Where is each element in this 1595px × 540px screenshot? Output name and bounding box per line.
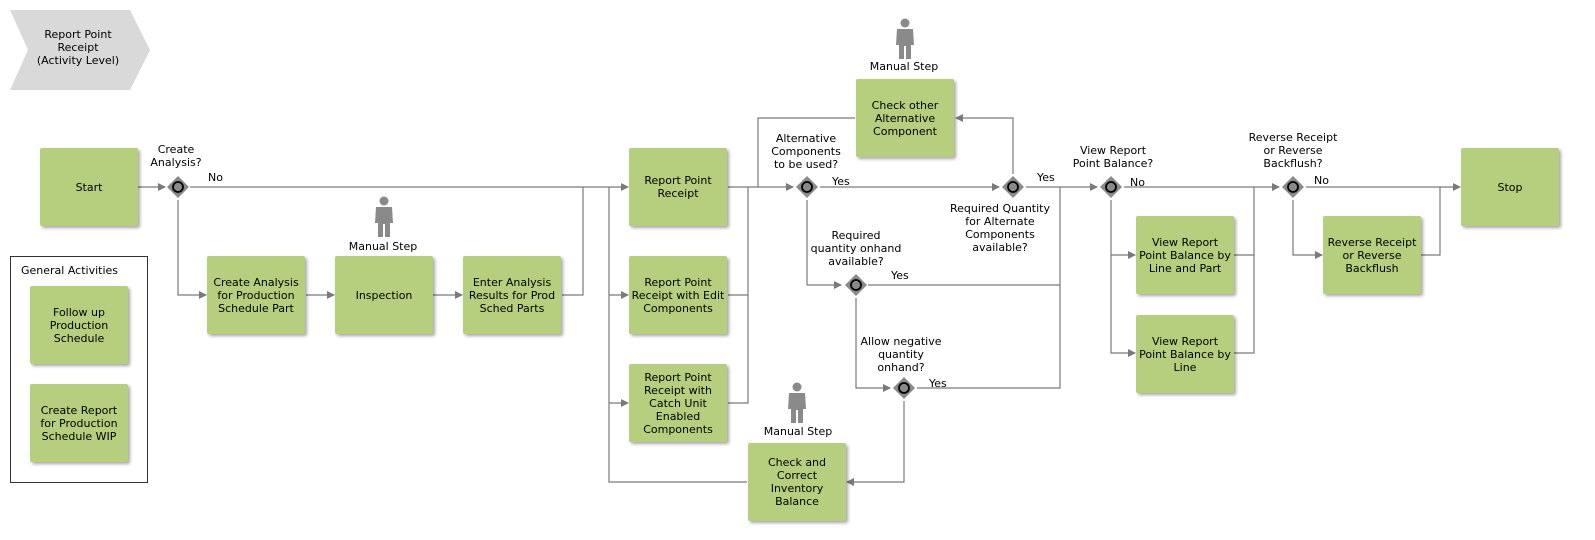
connector <box>806 200 842 289</box>
person-icon <box>375 196 393 237</box>
flow-label: No <box>1130 176 1145 189</box>
activity-create-analysis[interactable]: Create Analysis for Production Schedule … <box>207 256 305 334</box>
activity-report-point-receipt-edit-components[interactable]: Report Point Receipt with Edit Component… <box>629 256 727 334</box>
connector <box>728 295 749 404</box>
connector <box>846 401 905 486</box>
connector <box>177 200 207 299</box>
person-icon <box>788 382 806 423</box>
connector <box>1234 187 1255 256</box>
gateway-reverse-receipt[interactable] <box>1282 176 1304 198</box>
gateway-question: Required quantity onhand available? <box>810 229 902 268</box>
manual-step-label: Manual Step <box>869 60 939 73</box>
activity-create-report-production-schedule-wip[interactable]: Create Report for Production Schedule WI… <box>30 384 128 462</box>
flow-label: No <box>208 171 223 184</box>
gateway-create-analysis[interactable] <box>167 176 189 198</box>
activity-report-point-receipt-catch-unit[interactable]: Report Point Receipt with Catch Unit Ena… <box>629 364 727 442</box>
general-activities-box <box>10 256 148 483</box>
connector <box>855 298 891 392</box>
connector <box>562 187 584 296</box>
activity-inspection[interactable]: Inspection <box>335 256 433 334</box>
connector <box>917 285 1061 389</box>
flow-label: Yes <box>1037 171 1055 184</box>
activity-follow-up-production-schedule[interactable]: Follow up Production Schedule <box>30 286 128 364</box>
gateway-question: Create Analysis? <box>150 143 202 169</box>
activity-check-correct-inventory[interactable]: Check and Correct Inventory Balance <box>748 443 846 521</box>
gateway-alternative-components[interactable] <box>796 176 818 198</box>
gateway-required-qty-onhand[interactable] <box>845 274 867 296</box>
gateway-question: View Report Point Balance? <box>1072 144 1154 170</box>
connector <box>757 117 855 187</box>
gateway-view-balance[interactable] <box>1100 176 1122 198</box>
gateway-question: Allow negative quantity onhand? <box>860 335 942 374</box>
connector <box>1420 187 1441 256</box>
process-title: Report Point Receipt (Activity Level) <box>36 28 120 67</box>
gateway-allow-negative[interactable] <box>893 377 915 399</box>
activity-reverse-receipt[interactable]: Reverse Receipt or Reverse Backflush <box>1323 216 1421 294</box>
activity-check-other-alternative[interactable]: Check other Alternative Component <box>856 79 954 157</box>
connector <box>728 187 749 296</box>
gateway-question: Alternative Components to be used? <box>771 132 841 171</box>
flow-label: No <box>1314 174 1329 187</box>
connector <box>1292 200 1323 259</box>
start-event[interactable]: Start <box>40 148 138 226</box>
process-header-chevron <box>10 10 150 90</box>
flow-label: Yes <box>832 175 850 188</box>
manual-step-label: Manual Step <box>348 240 418 253</box>
activity-view-balance-line-part[interactable]: View Report Point Balance by Line and Pa… <box>1136 216 1234 294</box>
activity-view-balance-line[interactable]: View Report Point Balance by Line <box>1136 315 1234 393</box>
connector <box>608 187 747 483</box>
activity-report-point-receipt[interactable]: Report Point Receipt <box>629 148 727 226</box>
connector <box>955 114 1014 174</box>
manual-step-label: Manual Step <box>763 425 833 438</box>
person-icon <box>896 18 914 59</box>
activity-enter-analysis-results[interactable]: Enter Analysis Results for Prod Sched Pa… <box>463 256 561 334</box>
connector <box>1110 200 1136 357</box>
general-activities-title: General Activities <box>21 264 119 277</box>
gateway-required-qty-alternate[interactable] <box>1002 176 1024 198</box>
connector <box>1234 255 1255 354</box>
gateway-question: Reverse Receipt or Reverse Backflush? <box>1248 131 1338 170</box>
flow-label: Yes <box>891 269 909 282</box>
gateway-question: Required Quantity for Alternate Componen… <box>950 202 1050 254</box>
flow-label: Yes <box>929 377 947 390</box>
stop-event[interactable]: Stop <box>1461 148 1559 226</box>
